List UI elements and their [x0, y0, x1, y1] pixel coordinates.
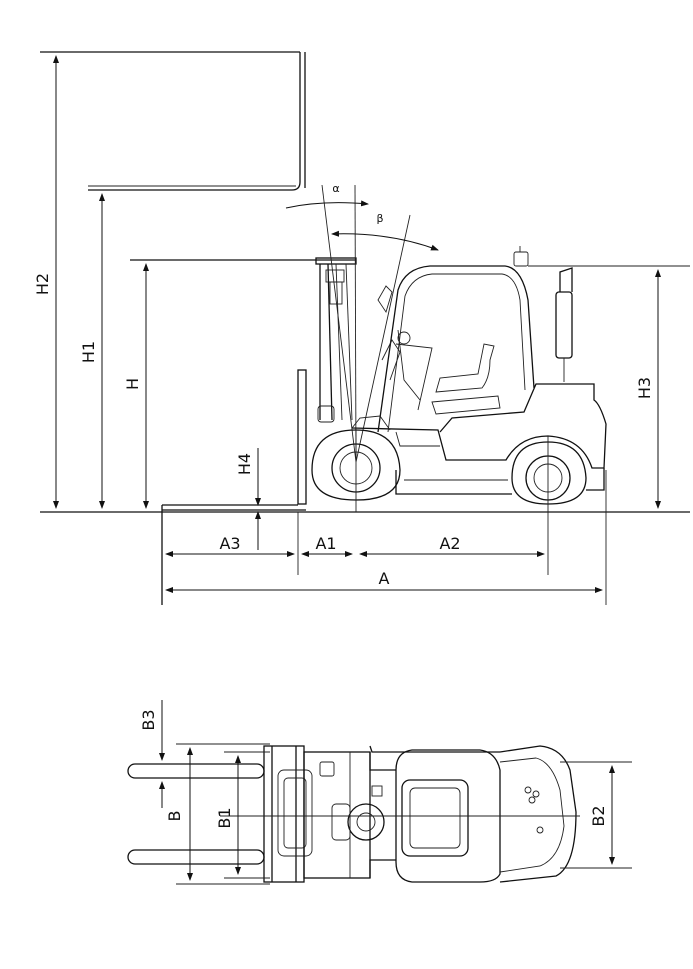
dim-b: B [165, 747, 193, 881]
label-a1: A1 [315, 534, 336, 553]
label-a2: A2 [439, 534, 460, 553]
label-h2: H2 [33, 273, 52, 295]
top-carriage [263, 745, 396, 883]
raised-fork [40, 51, 306, 191]
top-counterweight [499, 745, 577, 883]
tilt-angles [285, 184, 439, 463]
dim-b1: B1 [215, 755, 241, 875]
lowered-fork [161, 369, 307, 605]
label-b1: B1 [215, 807, 234, 828]
top-forks [127, 763, 265, 865]
dim-a2: A2 [359, 534, 545, 557]
label-b2: B2 [589, 805, 608, 826]
label-h1: H1 [79, 341, 98, 363]
label-a3: A3 [219, 534, 240, 553]
label-a: A [379, 569, 390, 588]
label-h: H [123, 378, 142, 390]
dim-h1: H1 [79, 193, 105, 509]
top-view: B3 B B1 B2 [127, 700, 632, 885]
rear-wheel [511, 436, 587, 575]
dim-b2: B2 [589, 765, 615, 865]
exhaust-pipe [555, 267, 573, 382]
mast-head [315, 257, 357, 265]
dim-a1: A1 [301, 534, 353, 557]
cabin [377, 246, 535, 433]
top-steering [331, 785, 385, 841]
dim-h4: H4 [235, 448, 261, 550]
label-b3: B3 [139, 709, 158, 730]
dim-h2: H2 [33, 55, 59, 509]
top-cabin [369, 745, 501, 883]
dim-h3: H3 [528, 265, 690, 509]
label-h4: H4 [235, 453, 254, 475]
dim-b3: B3 [139, 700, 165, 808]
label-alpha: α [332, 182, 339, 195]
label-h3: H3 [635, 377, 654, 399]
dim-a3: A3 [165, 534, 295, 557]
dim-h: H [123, 263, 149, 509]
truck-body [351, 383, 607, 495]
mast [317, 263, 353, 423]
side-view: H2 H1 H H4 H3 A3 [33, 51, 690, 605]
label-beta: β [376, 212, 383, 225]
front-wheel [311, 429, 401, 512]
dim-a: A [165, 569, 603, 593]
label-b: B [165, 811, 184, 822]
